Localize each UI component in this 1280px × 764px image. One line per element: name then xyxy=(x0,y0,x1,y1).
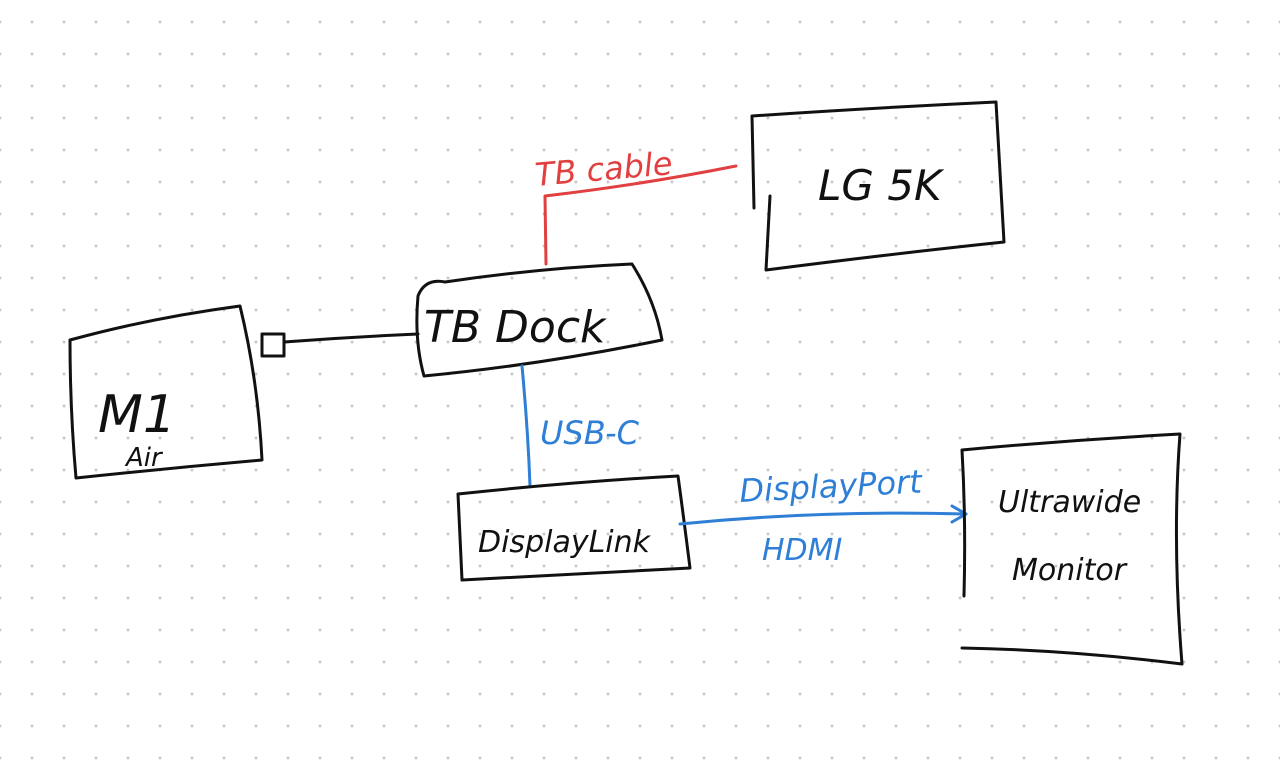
displayport-label: DisplayPort xyxy=(738,462,924,510)
ultrawide-label-line2: Monitor xyxy=(1012,553,1128,588)
tb-cable-line xyxy=(543,164,738,266)
node-m1-air[interactable]: M1 Air xyxy=(68,304,286,480)
node-ultrawide-monitor[interactable]: Ultrawide Monitor xyxy=(960,432,1184,666)
m1-air-label: M1 xyxy=(98,385,176,445)
node-lg-5k[interactable]: LG 5K xyxy=(750,100,1006,272)
tb-cable-label: TB cable xyxy=(533,144,674,194)
lg-5k-label: LG 5K xyxy=(818,161,945,210)
tb-dock-label: TB Dock xyxy=(424,302,607,353)
edge-usb-c: USB-C xyxy=(520,364,640,488)
ultrawide-label-line1: Ultrawide xyxy=(998,485,1141,520)
hdmi-label: HDMI xyxy=(762,533,843,568)
usb-c-line xyxy=(520,364,532,488)
displayport-arrowhead xyxy=(950,504,968,524)
node-tb-dock[interactable]: TB Dock xyxy=(415,262,664,378)
displayport-line xyxy=(678,511,968,526)
edge-tb-cable: TB cable xyxy=(533,144,738,266)
edge-displayport-hdmi: DisplayPort HDMI xyxy=(678,462,968,568)
node-displaylink[interactable]: DisplayLink xyxy=(456,474,692,582)
lg-5k-box xyxy=(750,100,1006,272)
usb-c-label: USB-C xyxy=(540,414,640,452)
m1-air-sublabel: Air xyxy=(124,443,164,473)
m1-air-port xyxy=(260,332,286,358)
tb-dock-box xyxy=(415,262,664,378)
displaylink-label: DisplayLink xyxy=(478,525,652,560)
edge-laptop-to-dock xyxy=(282,332,420,344)
m1-air-box xyxy=(68,304,264,480)
displaylink-box xyxy=(456,474,692,582)
ultrawide-box xyxy=(960,432,1184,666)
